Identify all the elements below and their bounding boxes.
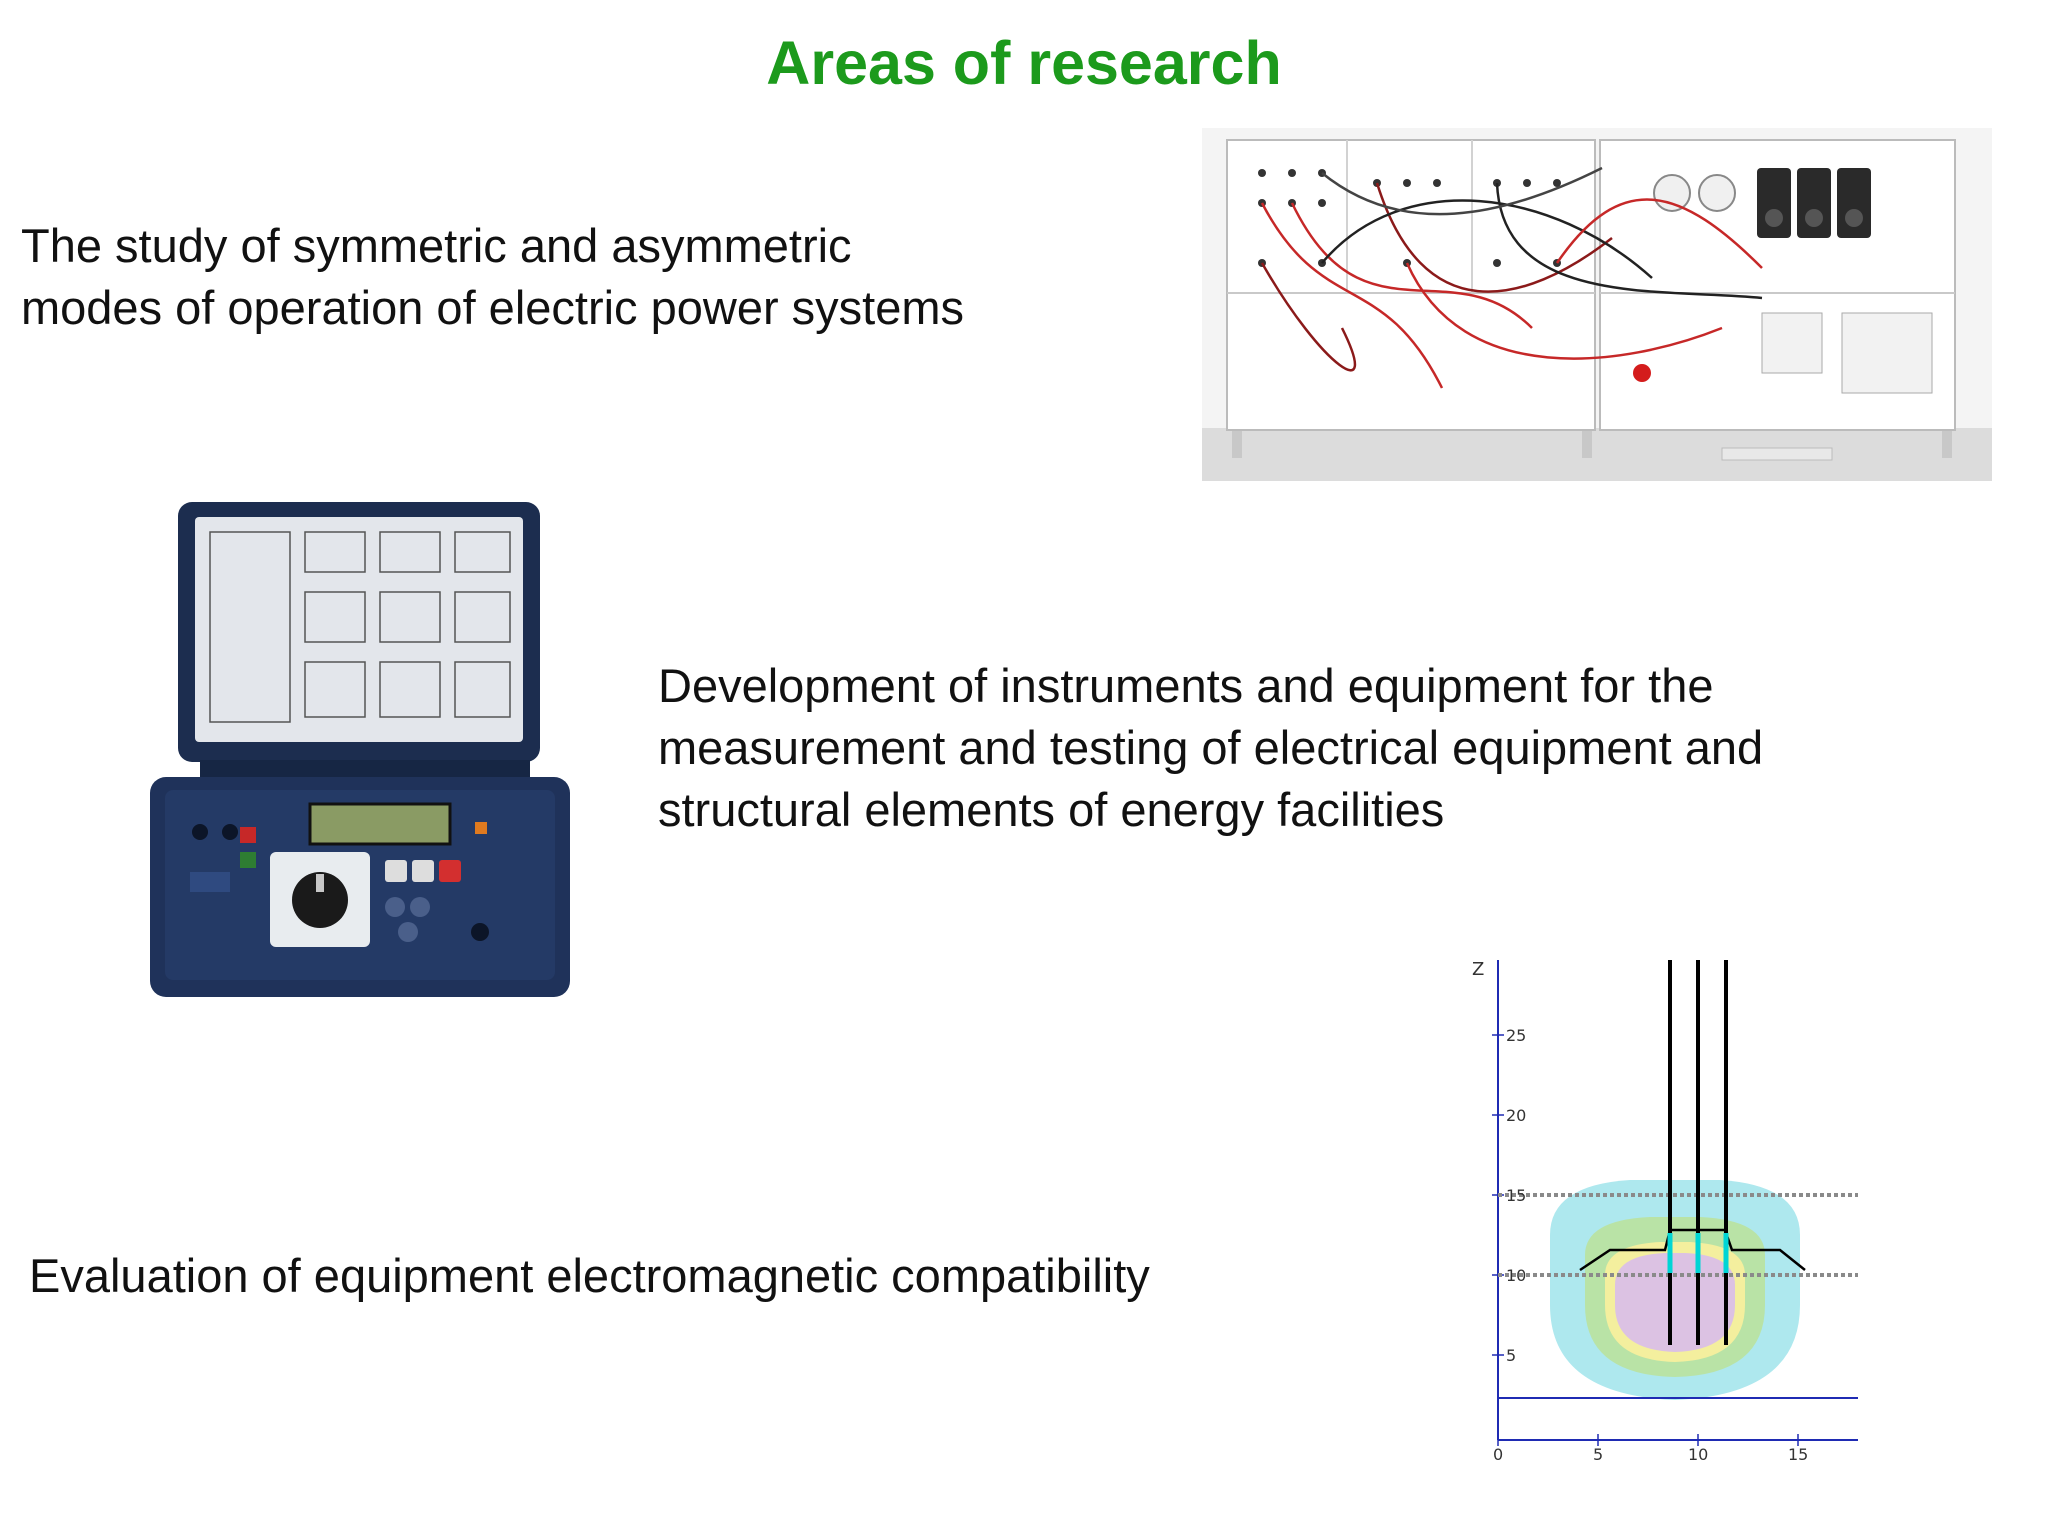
research-item-1-line-2: modes of operation of electric power sys… [21,281,965,334]
x-tick-label: 5 [1593,1445,1603,1464]
y-tick-label: 20 [1506,1106,1526,1125]
y-tick-label: 5 [1506,1346,1516,1365]
research-item-2-line-1: Development of instruments and equipment… [658,659,1714,712]
research-item-2-line-2: measurement and testing of electrical eq… [658,721,1764,774]
research-item-3-line-1: Evaluation of equipment electromagnetic … [29,1249,1150,1302]
electrical-training-stand-photo [1202,128,1992,481]
x-tick-label: 15 [1788,1445,1808,1464]
z-axis-label: Z [1472,959,1484,980]
portable-measuring-instrument-photo [140,492,580,1012]
slide-title: Areas of research [766,29,1282,97]
research-item-3-text: Evaluation of equipment electromagnetic … [29,1245,1150,1307]
x-tick-label: 10 [1688,1445,1708,1464]
y-tick-label: 25 [1506,1026,1526,1045]
research-item-2-line-3: structural elements of energy facilities [658,783,1445,836]
research-item-1-line-1: The study of symmetric and asymmetric [21,219,852,272]
y-tick-label: 15 [1506,1186,1526,1205]
research-item-2-text: Development of instruments and equipment… [658,655,1763,841]
y-tick-label: 10 [1506,1266,1526,1285]
x-tick-label: 0 [1493,1445,1503,1464]
field-distribution-simulation-plot: Z 25 20 15 10 5 0 5 10 15 [1470,955,1862,1465]
research-item-1-text: The study of symmetric and asymmetric mo… [21,215,964,339]
